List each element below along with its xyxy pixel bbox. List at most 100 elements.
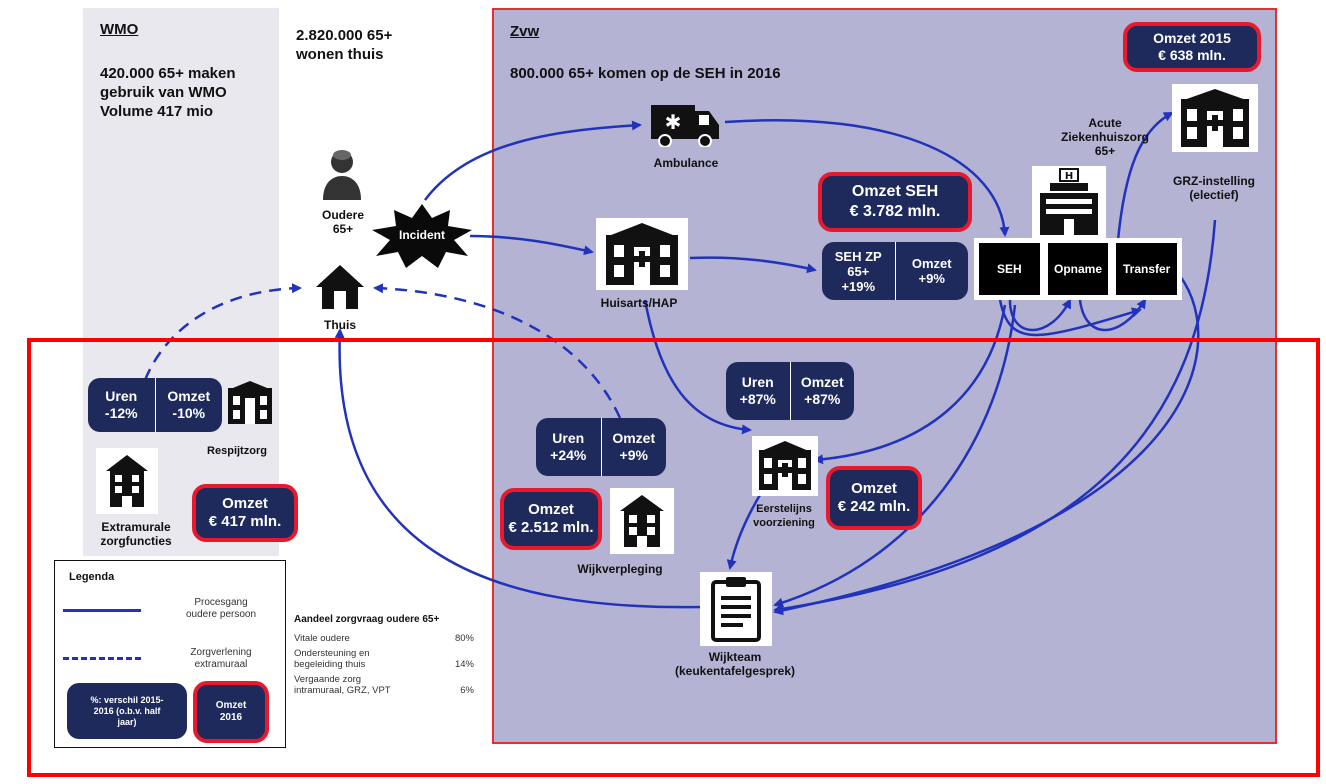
omzet-2015-badge: Omzet 2015 € 638 mln.	[1123, 22, 1261, 72]
eerste-omzet-value: +87%	[804, 391, 841, 407]
omzet-2512-badge: Omzet € 2.512 mln.	[500, 488, 602, 550]
respijt-uren: Uren -12%	[88, 378, 155, 432]
aandeel-row-label: Ondersteuning en begeleiding thuis	[294, 648, 370, 670]
home-count-line-2: wonen thuis	[296, 46, 384, 63]
seh-omzet-title: Omzet	[911, 256, 952, 271]
omzet-2015-line-2: € 638 mln.	[1158, 47, 1226, 63]
omzet-242-badge: Omzet € 242 mln.	[826, 466, 922, 530]
omzet-seh-badge: Omzet SEH € 3.782 mln.	[818, 172, 972, 232]
aandeel-table: Aandeel zorgvraag oudere 65+ Vitale oude…	[294, 614, 484, 696]
huisarts-building-icon	[596, 218, 688, 290]
wijk-omzet-value: +9%	[619, 447, 648, 463]
wmo-line-2: gebruik van WMO	[100, 84, 227, 101]
aandeel-row-label: Vitale oudere	[294, 633, 350, 644]
legend-pill-line-3: jaar)	[117, 716, 137, 727]
aandeel-row-2-line-1: Ondersteuning en	[294, 648, 370, 659]
legend-omzet-line-1: Omzet	[215, 700, 247, 711]
oudere-label: Oudere 65+	[308, 208, 378, 236]
legend-solid-line-2: oudere persoon	[185, 609, 257, 620]
oudere-line-1: Oudere	[321, 208, 364, 222]
wijk-omzet: Omzet +9%	[600, 418, 667, 476]
zvw-title: Zvw	[510, 23, 540, 40]
aandeel-row-1-value: 80%	[454, 633, 474, 644]
aandeel-row-3-line-1: Vergaande zorg	[294, 674, 362, 685]
wijk-uren: Uren +24%	[536, 418, 601, 476]
acute-line-1: Acute	[1088, 116, 1122, 130]
wijk-stats: Uren +24% Omzet +9%	[536, 418, 666, 476]
transfer-box: Transfer	[1114, 241, 1180, 297]
seh-box: SEH	[977, 241, 1042, 297]
extramurale-line-1: Extramurale	[101, 520, 171, 534]
seh-zp-age: 65+	[847, 263, 870, 279]
wijk-uren-value: +24%	[550, 447, 587, 463]
aandeel-title: Aandeel zorgvraag oudere 65+	[294, 614, 440, 625]
zvw-seh-count: 800.000 65+ komen op de SEH in 2016	[510, 65, 781, 82]
ambulance-icon: ✱	[648, 98, 722, 148]
respijt-uren-label: Uren	[105, 388, 138, 404]
aandeel-row: Ondersteuning en begeleiding thuis 14%	[294, 648, 484, 670]
huisarts-label: Huisarts/HAP	[600, 296, 678, 310]
wijkverpleging-building-icon	[610, 488, 674, 554]
omzet-seh-line-1: Omzet SEH	[851, 183, 939, 200]
extramurale-label: Extramurale zorgfuncties	[80, 520, 192, 548]
omzet-seh-line-2: € 3.782 mln.	[849, 203, 941, 220]
eerste-building-icon	[752, 436, 818, 496]
burst-icon	[372, 204, 472, 268]
omzet-2015-line-1: Omzet 2015	[1153, 30, 1231, 46]
grz-line-1: GRZ-instelling	[1173, 174, 1255, 188]
legend-dashed-line	[63, 657, 141, 660]
respijt-stats: Uren -12% Omzet -10%	[88, 378, 222, 432]
aandeel-row-label: Vergaande zorg intramuraal, GRZ, VPT	[294, 674, 391, 696]
seh-zp-value: +19%	[841, 278, 876, 294]
legend-omzet-badge: Omzet 2016	[193, 681, 269, 743]
wijk-uren-label: Uren	[552, 430, 585, 446]
wmo-text: 420.000 65+ maken gebruik van WMO Volume…	[100, 64, 236, 121]
opname-box: Opname	[1045, 241, 1111, 297]
eerste-uren: Uren +87%	[726, 362, 790, 420]
aandeel-row-2-value: 14%	[454, 659, 474, 670]
legend-title: Legenda	[69, 571, 115, 583]
wijkverpleging-label: Wijkverpleging	[577, 562, 663, 576]
flow-box-row: SEH Opname Transfer	[974, 238, 1182, 300]
omzet-2512-line-1: Omzet	[528, 501, 574, 518]
grz-line-2: (electief)	[1189, 188, 1239, 202]
wijkteam-line-2: (keukentafelgesprek)	[674, 664, 796, 678]
eerste-omzet: Omzet +87%	[789, 362, 855, 420]
extramurale-building-icon	[96, 448, 158, 514]
aandeel-row-1-line-1: Vitale oudere	[294, 633, 350, 644]
thuis-label: Thuis	[324, 318, 356, 332]
ambulance-label: Ambulance	[653, 156, 719, 170]
wijkteam-label: Wijkteam (keukentafelgesprek)	[650, 650, 820, 678]
oudere-line-2: 65+	[332, 222, 354, 236]
focus-frame	[27, 338, 1320, 777]
respijt-building-icon	[224, 378, 276, 428]
respijt-omzet: Omzet -10%	[154, 378, 223, 432]
legend-dashed-label: Zorgverlening extramuraal	[161, 647, 281, 671]
incident-burst: Incident	[370, 204, 474, 268]
wijk-omzet-label: Omzet	[612, 430, 656, 446]
legend-omzet-line-2: 2016	[219, 712, 243, 723]
omzet-242-line-1: Omzet	[851, 480, 897, 497]
legend-solid-line	[63, 609, 141, 612]
legend-dashed-line-2: extramuraal	[194, 659, 248, 670]
incident-label: Incident	[398, 228, 445, 242]
respijt-uren-value: -12%	[104, 405, 138, 421]
eerste-uren-value: +87%	[739, 391, 776, 407]
grz-building-icon	[1172, 84, 1258, 152]
seh-zp-stats: SEH ZP 65+ +19% Omzet +9%	[822, 242, 968, 300]
home-count-line-1: 2.820.000 65+	[296, 27, 393, 44]
svg-text:H: H	[1065, 171, 1073, 182]
legend-percent-pill: %: verschil 2015- 2016 (o.b.v. half jaar…	[67, 683, 187, 739]
omzet-417-badge: Omzet € 417 mln.	[192, 484, 298, 542]
seh-zp-left: SEH ZP 65+ +19%	[822, 242, 895, 300]
legend-solid-line-1: Procesgang	[194, 597, 248, 608]
eerste-label: Eerstelijns voorziening	[732, 502, 836, 530]
wijkteam-line-1: Wijkteam	[708, 650, 762, 664]
hospital-icon: H	[1032, 166, 1106, 238]
respijt-omzet-label: Omzet	[167, 388, 211, 404]
aandeel-row: Vergaande zorg intramuraal, GRZ, VPT 6%	[294, 674, 484, 696]
clipboard-icon	[700, 572, 772, 646]
grz-label: GRZ-instelling (electief)	[1152, 174, 1276, 202]
legend-pill-line-1: %: verschil 2015-	[90, 694, 164, 705]
